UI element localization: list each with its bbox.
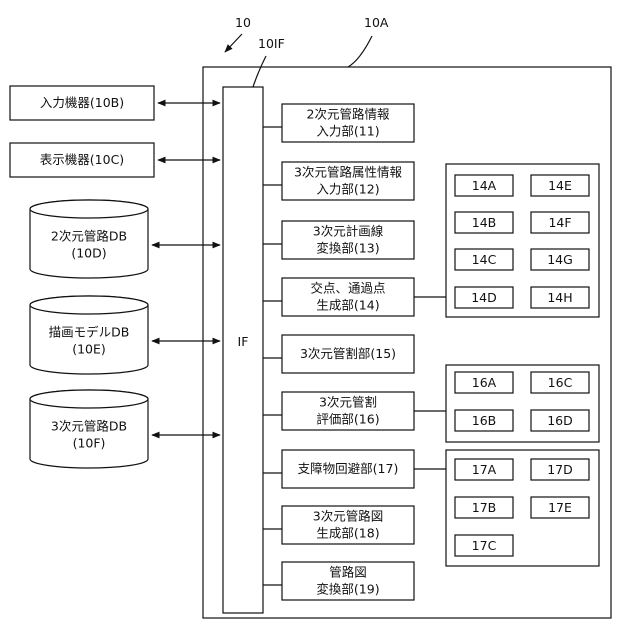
sub-unit-16b: 16B [472,413,496,428]
unit-19-label-1: 管路図 [329,565,367,580]
ref-label-system: 10 [235,15,251,30]
sub-unit-17d: 17D [547,462,573,477]
sub-unit-14e: 14E [548,178,572,193]
sub-unit-17c: 17C [472,538,497,553]
db-3d-label-2: (10F) [73,436,106,451]
unit-19-label-2: 変換部(19) [316,582,379,597]
sub-unit-14a: 14A [472,178,497,193]
unit-11-label-1: 2次元管路情報 [307,107,390,122]
unit-15-label-1: 3次元管割部(15) [300,346,396,361]
sub-unit-14f: 14F [548,215,571,230]
unit-13: 3次元計画線変換部(13) [263,221,414,259]
unit-14: 交点、通過点生成部(14) [263,278,414,316]
ext-input: 入力機器(10B) [10,86,220,120]
db-2d: 2次元管路DB (10D) [30,200,220,278]
sub-unit-17e: 17E [548,500,572,515]
sub-unit-14b: 14B [472,215,496,230]
sub-unit-14c: 14C [472,252,497,267]
unit-14-label-2: 生成部(14) [316,298,379,313]
db-3d-label-1: 3次元管路DB [51,419,127,434]
sub-unit-16c: 16C [548,375,573,390]
unit-19: 管路図変換部(19) [263,562,414,600]
if-bar [223,87,263,613]
unit-12-label-2: 入力部(12) [316,182,379,197]
unit-18-label-1: 3次元管路図 [313,509,383,524]
unit-13-label-1: 3次元計画線 [313,224,384,239]
db-3d-top [30,390,148,408]
unit-14-label-1: 交点、通過点 [310,281,385,296]
unit-16-label-1: 3次元管割 [319,395,377,410]
unit-15: 3次元管割部(15) [263,335,414,373]
ext-display: 表示機器(10C) [10,143,220,177]
unit-11-label-2: 入力部(11) [316,124,379,139]
sub-unit-17b: 17B [472,500,496,515]
ref-label-device: 10A [364,15,389,30]
ref-label-if: 10IF [258,36,285,51]
unit-16-label-2: 評価部(16) [316,412,379,427]
sub-unit-16a: 16A [472,375,497,390]
unit-18: 3次元管路図生成部(18) [263,506,414,544]
ext-input-label-1: 入力機器(10B) [40,95,124,110]
unit-17: 支障物回避部(17) [263,450,414,488]
db-2d-label-2: (10D) [71,246,106,261]
db-2d-label-1: 2次元管路DB [51,229,127,244]
unit-17-label-1: 支障物回避部(17) [298,461,399,476]
sub-unit-14d: 14D [471,290,497,305]
db-3d: 3次元管路DB (10F) [30,390,220,468]
unit-13-label-2: 変換部(13) [316,241,379,256]
sub-unit-14g: 14G [547,252,573,267]
unit-11: 2次元管路情報入力部(11) [263,104,414,142]
sub-unit-14h: 14H [547,290,572,305]
db-2d-top [30,200,148,218]
ref-arrow-system [225,34,242,52]
unit-16: 3次元管割評価部(16) [263,392,414,430]
unit-18-label-2: 生成部(18) [316,526,379,541]
sub-unit-16d: 16D [547,413,573,428]
db-model-top [30,296,148,314]
ext-display-label-1: 表示機器(10C) [40,152,124,167]
db-model-label-1: 描画モデルDB [49,325,130,340]
if-label: IF [238,334,249,349]
unit-12-label-1: 3次元管路属性情報 [294,165,402,180]
db-model-label-2: (10E) [72,342,106,357]
sub-unit-17a: 17A [472,462,497,477]
unit-12: 3次元管路属性情報入力部(12) [263,162,414,200]
db-model: 描画モデルDB (10E) [30,296,220,374]
ref-leader-device [348,36,372,67]
